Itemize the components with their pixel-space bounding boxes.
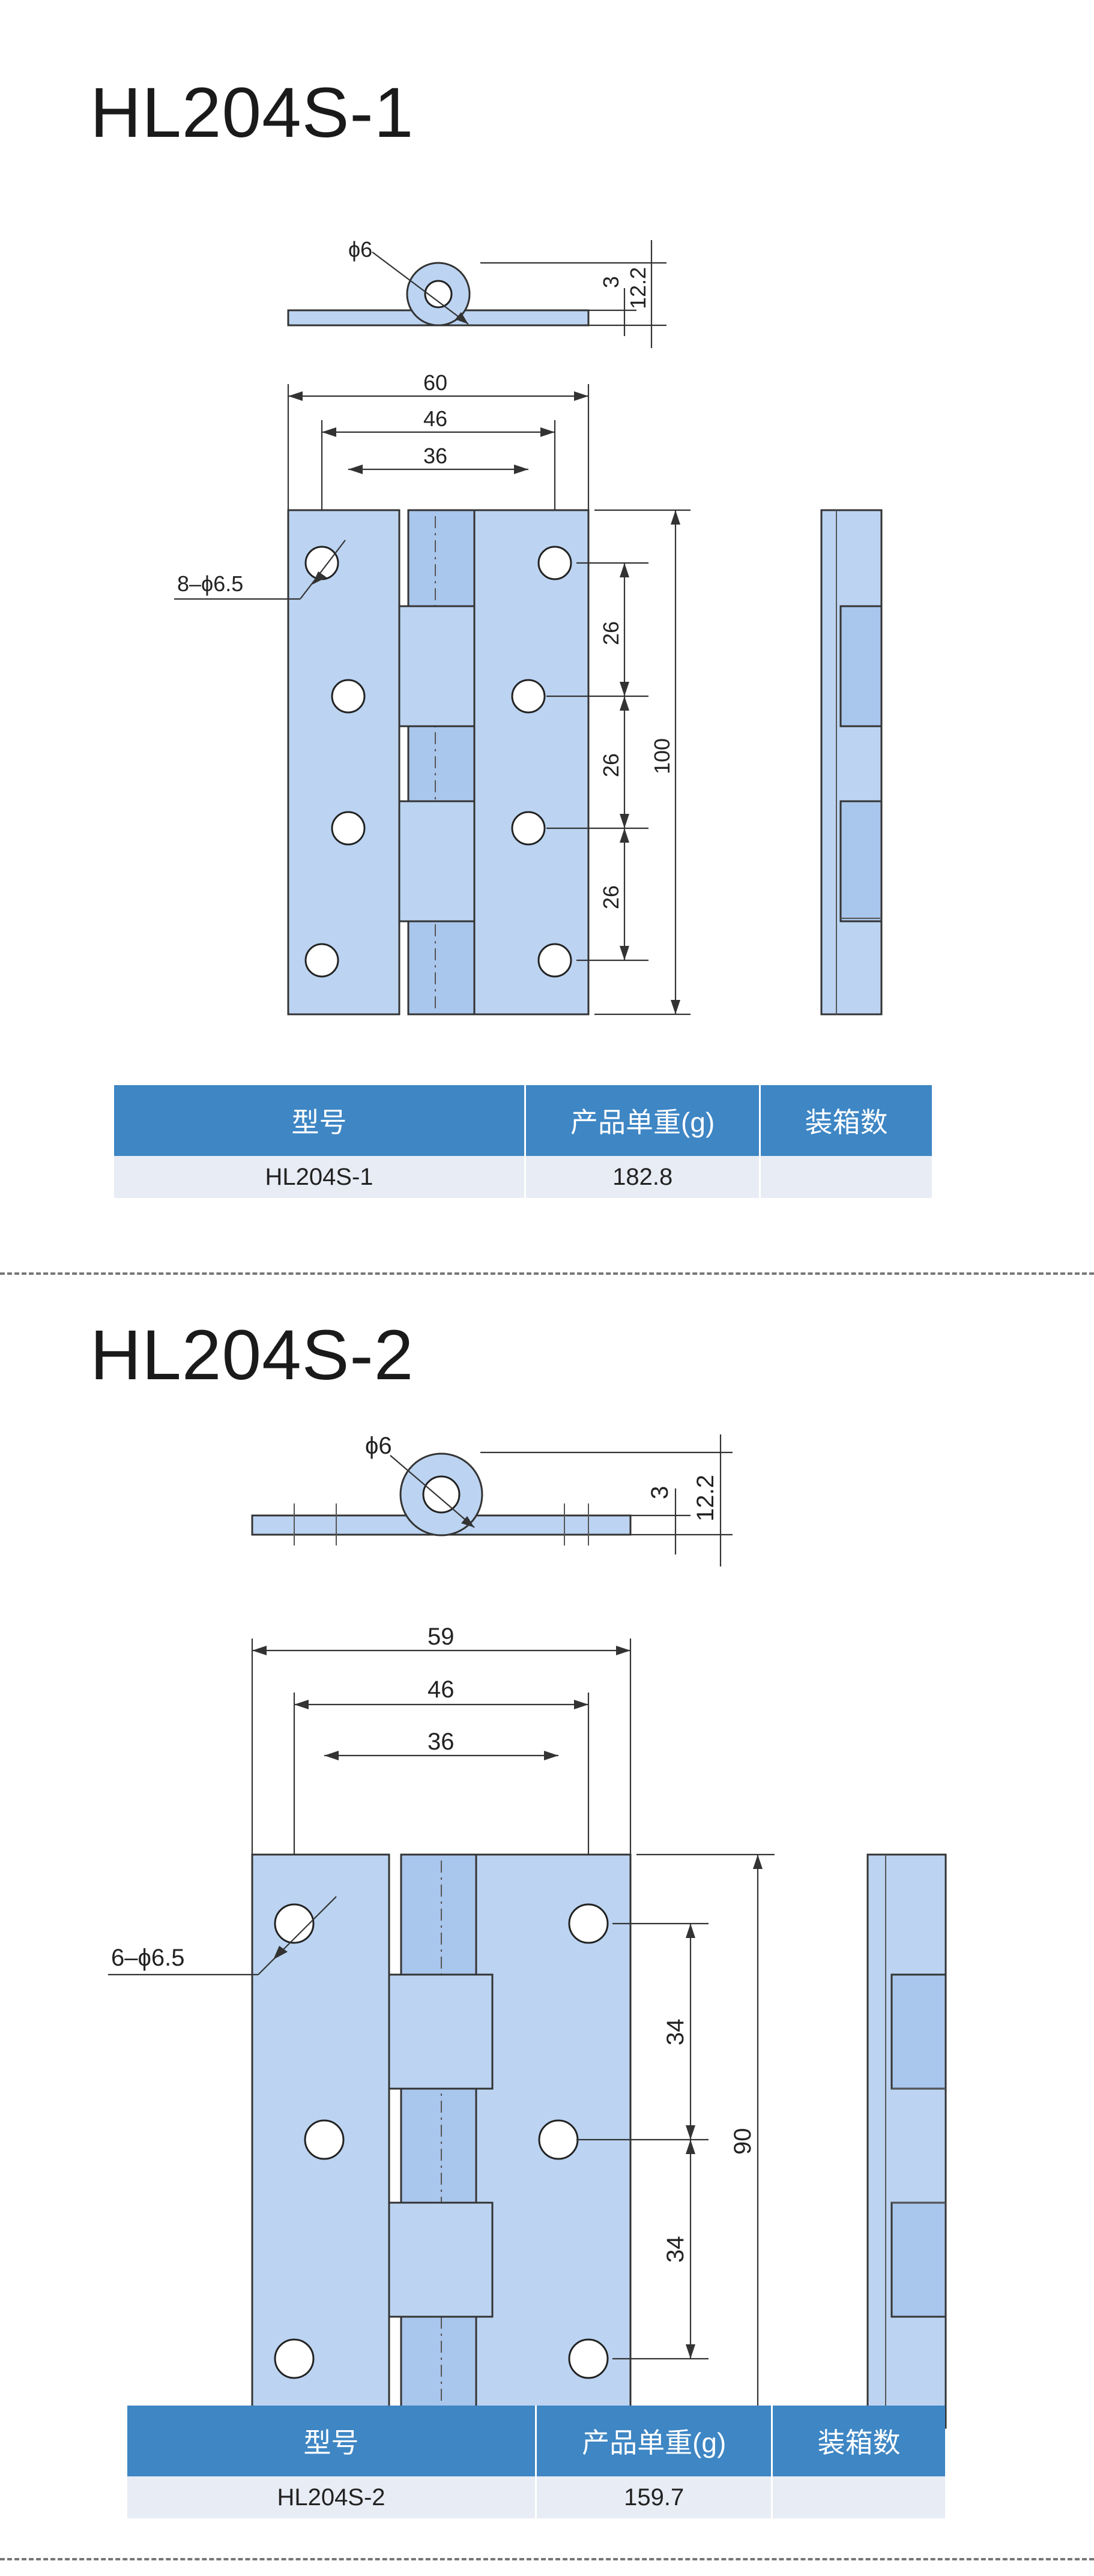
pitch-3-label: 26 (599, 885, 623, 909)
holes-label: 8–ϕ6.5 (177, 571, 243, 596)
pin-diameter-label: ϕ6 (348, 237, 372, 262)
table-header-row: 型号 产品单重(g) 装箱数 (114, 1085, 932, 1156)
width-dimensions: 59 46 36 (251, 1624, 632, 1855)
header-quantity: 装箱数 (760, 1085, 932, 1156)
pitch-2-label: 34 (662, 2236, 689, 2263)
cell-quantity (772, 2476, 945, 2518)
table-header-row: 型号 产品单重(g) 装箱数 (127, 2406, 945, 2476)
cell-quantity (760, 1156, 932, 1198)
pitch-1-label: 34 (662, 2019, 689, 2046)
model-title: HL204S-1 (90, 73, 414, 152)
table-row: HL204S-1 182.8 (114, 1156, 932, 1198)
height-label: 12.2 (692, 1475, 719, 1521)
spec-table: 型号 产品单重(g) 装箱数 HL204S-2 159.7 (127, 2406, 945, 2518)
technical-drawing: ϕ6 3 12.2 59 46 36 (108, 1433, 947, 2429)
front-view: 8–ϕ6.5 (174, 509, 590, 1016)
section-divider (0, 1272, 1094, 1275)
section-hl204s-2: HL204S-2 ϕ6 3 12.2 (0, 1290, 1094, 2576)
height-label: 12.2 (626, 267, 650, 309)
width-inner-label: 36 (423, 444, 447, 468)
table-row: HL204S-2 159.7 (127, 2476, 945, 2518)
front-view: 6–ϕ6.5 (108, 1853, 632, 2429)
width-overall-label: 59 (428, 1624, 455, 1650)
width-mid-label: 46 (428, 1676, 455, 1703)
header-weight: 产品单重(g) (536, 2406, 773, 2476)
pitch-2-label: 26 (599, 753, 623, 777)
width-overall-label: 60 (423, 370, 447, 395)
thickness-label: 3 (647, 1486, 673, 1499)
header-model: 型号 (127, 2406, 537, 2476)
holes-label: 6–ϕ6.5 (111, 1945, 185, 1971)
header-weight: 产品单重(g) (525, 1085, 761, 1156)
length-label: 90 (730, 2128, 756, 2155)
pitch-1-label: 26 (599, 621, 623, 645)
side-view: ϕ6 3 12.2 (251, 1433, 733, 1566)
pitch-dimensions: 26 26 26 100 (546, 509, 691, 1016)
side-view: ϕ6 3 12.2 (287, 237, 666, 348)
section-hl204s-1: HL204S-1 ϕ6 3 12.2 60 (0, 0, 1094, 1272)
section-divider (0, 2558, 1094, 2560)
spec-table: 型号 产品单重(g) 装箱数 HL204S-1 182.8 (114, 1085, 932, 1198)
side-elevation (866, 1853, 947, 2429)
model-title: HL204S-2 (90, 1316, 414, 1395)
cell-model: HL204S-2 (127, 2476, 537, 2518)
header-model: 型号 (114, 1085, 526, 1156)
cell-weight: 159.7 (536, 2476, 773, 2518)
header-quantity: 装箱数 (772, 2406, 945, 2476)
length-label: 100 (650, 738, 674, 774)
side-elevation (820, 509, 883, 1016)
width-mid-label: 46 (423, 406, 447, 431)
thickness-label: 3 (599, 276, 623, 288)
pitch-dimensions: 34 34 90 (576, 1853, 775, 2429)
cell-model: HL204S-1 (114, 1156, 526, 1198)
width-dimensions: 60 46 36 (287, 370, 590, 510)
pin-diameter-label: ϕ6 (365, 1433, 392, 1459)
cell-weight: 182.8 (525, 1156, 761, 1198)
technical-drawing: ϕ6 3 12.2 60 46 36 (174, 237, 883, 1016)
width-inner-label: 36 (428, 1729, 455, 1755)
